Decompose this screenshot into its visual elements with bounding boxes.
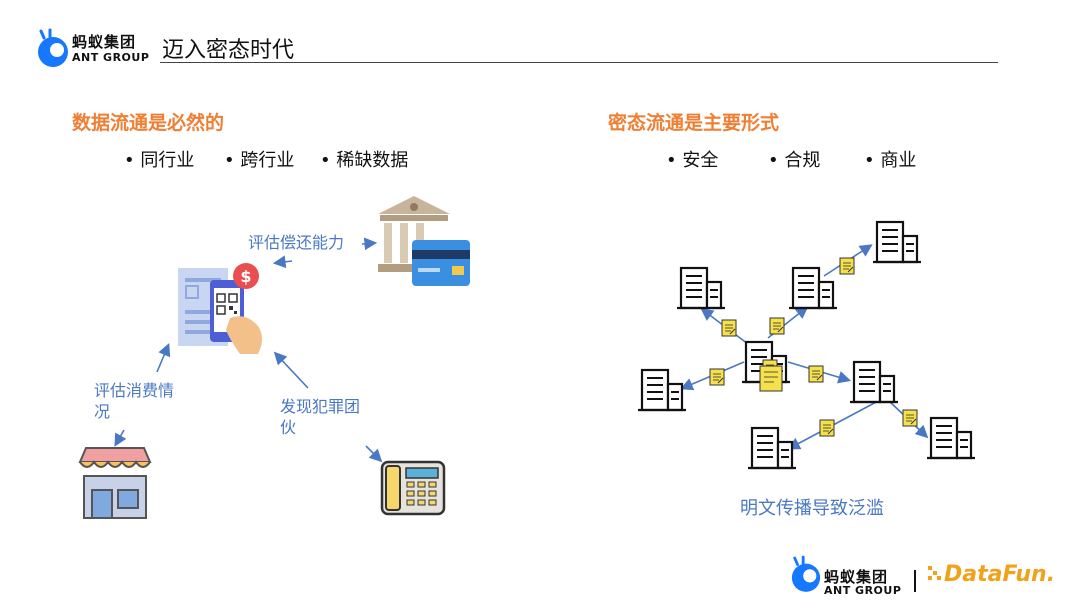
ant-logo-icon <box>791 555 821 592</box>
store-icon <box>78 447 152 519</box>
phone-qr-payment-icon: $ <box>178 263 262 354</box>
right-bullet-1-text: 安全 <box>682 150 719 171</box>
building-icon <box>848 360 900 404</box>
arrow <box>273 351 309 389</box>
footer-logo-en: ANT GROUP <box>824 584 902 597</box>
arrow <box>272 255 293 269</box>
label-fraud-line-1: 发现犯罪团 <box>280 397 361 416</box>
arrow <box>365 445 383 463</box>
right-bullet-1: • 安全 <box>666 150 719 171</box>
left-heading: 数据流通是必然的 <box>72 112 225 134</box>
document-icon <box>721 319 737 337</box>
building-icon <box>787 266 839 310</box>
page-title: 迈入密态时代 <box>162 38 295 63</box>
footer-logo-cn: 蚂蚁集团 <box>824 568 889 586</box>
building-icon <box>746 426 798 470</box>
right-bullet-2-text: 合规 <box>784 150 821 171</box>
datafun-text: DataFun. <box>944 562 1056 587</box>
document-icon <box>769 317 785 335</box>
left-bullet-2: • 跨行业 <box>224 150 295 171</box>
arrow <box>361 237 378 251</box>
arrow <box>114 429 127 447</box>
svg-text:$: $ <box>240 267 251 286</box>
left-bullet-1-text: 同行业 <box>140 150 195 171</box>
right-heading: 密态流通是主要形式 <box>608 112 780 134</box>
document-icon <box>709 368 725 386</box>
right-bullet-3: • 商业 <box>864 150 917 171</box>
label-fraud-line-2: 伙 <box>280 418 297 437</box>
document-icon <box>902 409 918 427</box>
label-fraud-detect: 发现犯罪团 伙 <box>280 396 360 438</box>
building-icon <box>925 416 977 460</box>
left-bullet-2-text: 跨行业 <box>240 150 295 171</box>
label-consume-line-2: 况 <box>94 402 111 421</box>
right-bullet-2: • 合规 <box>768 150 821 171</box>
arrow <box>156 343 171 373</box>
footer-logo: 蚂蚁集团 ANT GROUP <box>790 554 914 597</box>
right-network-diagram <box>636 220 977 470</box>
network-caption: 明文传播导致泛滥 <box>740 498 884 519</box>
credit-card-icon <box>412 240 470 286</box>
left-bullet-3-text: 稀缺数据 <box>336 150 409 171</box>
document-stack-icon <box>759 359 783 392</box>
label-consume-eval: 评估消费情 况 <box>94 380 174 422</box>
document-icon <box>819 419 835 437</box>
header-logo-cn: 蚂蚁集团 <box>72 33 137 51</box>
left-bullet-3: • 稀缺数据 <box>320 150 409 171</box>
document-icon <box>808 365 824 383</box>
datafun-pixel-icon <box>928 566 941 580</box>
document-icon <box>839 257 855 275</box>
building-icon <box>871 220 923 264</box>
header-logo-en: ANT GROUP <box>72 51 150 64</box>
header-divider <box>160 62 998 63</box>
building-icon <box>675 266 727 310</box>
ant-logo-icon <box>38 28 68 67</box>
label-repay-ability: 评估偿还能力 <box>248 233 345 252</box>
building-icon <box>636 368 688 412</box>
label-consume-line-1: 评估消费情 <box>94 381 175 400</box>
right-bullet-3-text: 商业 <box>880 150 917 171</box>
footer-divider <box>914 570 916 592</box>
left-bullet-1: • 同行业 <box>124 150 195 171</box>
header-logo: 蚂蚁集团 ANT GROUP <box>36 28 156 68</box>
left-diagram: $ <box>78 196 470 519</box>
telephone-icon <box>380 460 446 516</box>
